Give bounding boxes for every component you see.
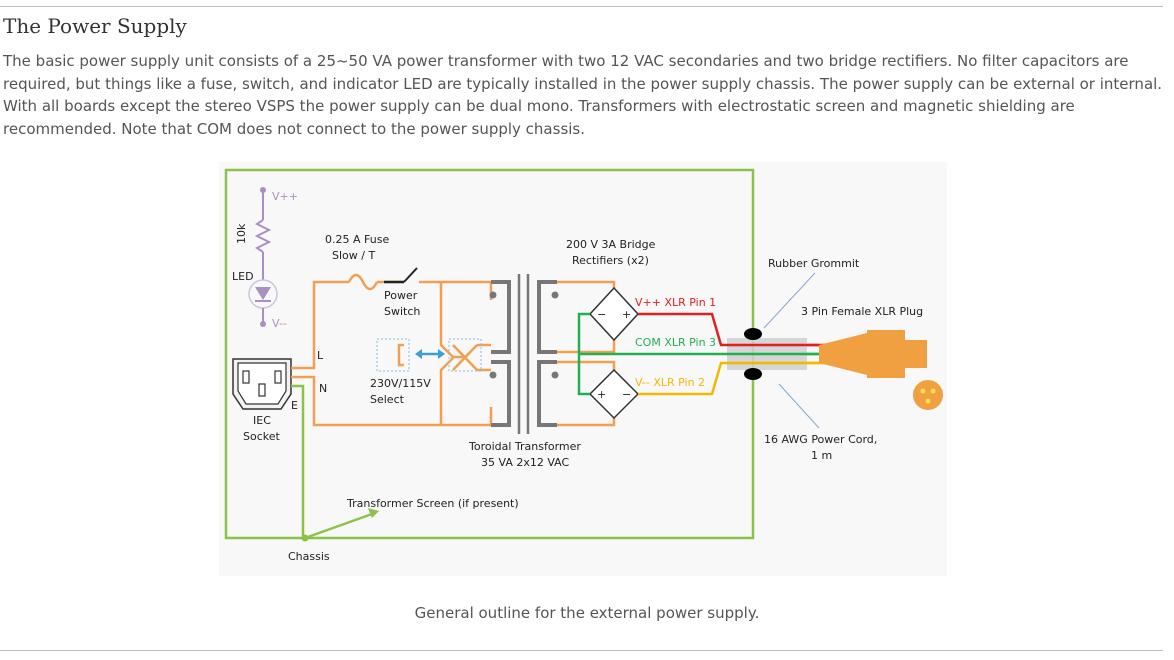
led-label: LED [232,270,254,283]
pin-l-label: L [317,349,324,362]
transformer-label-1: Toroidal Transformer [468,440,581,453]
section-paragraph: The basic power supply unit consists of … [3,52,1163,138]
grommet-top [744,328,762,340]
toroidal-transformer [489,274,559,434]
vmm-pin-label: V-- XLR Pin 2 [635,376,705,389]
iec-socket [232,358,292,410]
switch-label-1: Power [384,289,418,302]
earth-wire [291,384,305,538]
vmm-node [260,321,266,327]
xlr-plug [819,330,927,378]
secondary-wiring [557,280,616,427]
bottom-divider [0,650,1163,651]
grommet-label: Rubber Grommit [768,257,860,270]
figure-caption: General outline for the external power s… [414,604,760,622]
cord-label-2: 1 m [811,449,832,462]
bridge-bottom-plus: + [597,388,606,401]
resistor-label: 10k [235,223,248,244]
bridge-bottom-minus: − [622,388,631,401]
grommet-bottom [744,368,762,380]
com-pin-label: COM XLR Pin 3 [635,336,716,349]
vpp-node [260,187,266,193]
cord-leader [778,383,820,429]
screen-arrowhead [368,508,379,518]
vmm-label: V-- [272,317,287,330]
top-divider [0,6,1163,7]
bridge-rectifier-top [588,286,640,342]
power-supply-diagram: V++ V-- 10k LED IEC Socket L N E [219,162,947,576]
primary-ac-wiring [291,273,493,427]
iec-label-1: IEC [253,414,271,427]
section-heading: The Power Supply [3,14,187,38]
select-label-2: Select [370,393,405,406]
switch-label-2: Switch [384,305,420,318]
screen-label: Transformer Screen (if present) [346,497,519,510]
chassis-node [301,534,309,542]
led-indicator-circuit [248,190,278,324]
iec-label-2: Socket [243,430,281,443]
chassis-label: Chassis [288,550,330,563]
bridge-top-plus: + [622,308,631,321]
transformer-label-2: 35 VA 2x12 VAC [481,456,569,469]
fuse-label-1: 0.25 A Fuse [325,233,389,246]
fuse-label-2: Slow / T [332,249,375,262]
voltage-select-jumper[interactable] [376,338,482,372]
pin-n-label: N [319,382,327,395]
bridge-label-2: Rectifiers (x2) [572,254,649,267]
grommet-leader [763,272,816,329]
power-switch[interactable] [403,267,418,283]
select-label-1: 230V/115V [370,377,431,390]
xlr-face [913,380,943,410]
screen-wire [304,512,373,540]
bridge-top-minus: − [597,308,606,321]
vpp-pin-label: V++ XLR Pin 1 [635,296,716,309]
bridge-rectifier-bottom [588,368,640,420]
vpp-label: V++ [272,190,298,203]
cord-label-1: 16 AWG Power Cord, [764,433,877,446]
pin-e-label: E [291,399,298,412]
xlr-plug-label: 3 Pin Female XLR Plug [801,305,923,318]
bridge-label-1: 200 V 3A Bridge [566,238,656,251]
